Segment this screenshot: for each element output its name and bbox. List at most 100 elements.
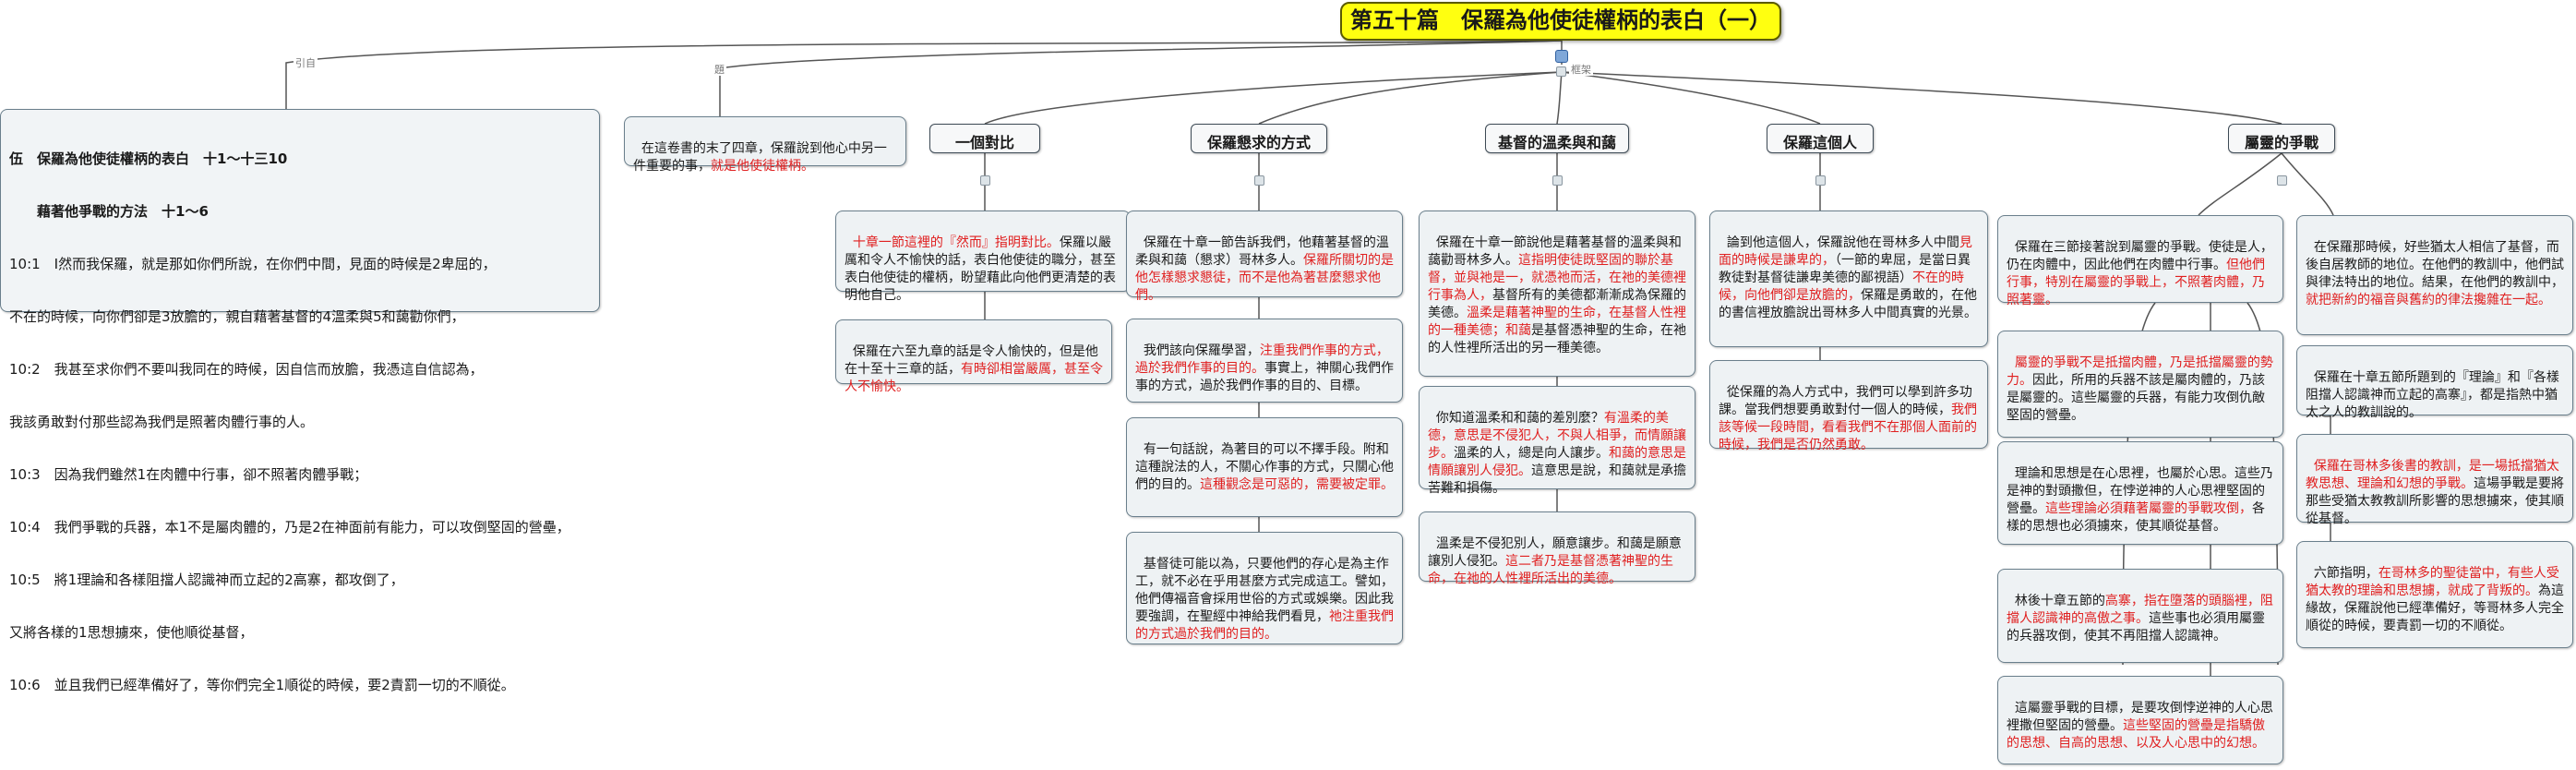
meekness-note-3[interactable]: 溫柔是不侵犯別人，願意讓步。和藹是願意讓別人侵犯。這二者乃是基督憑著神聖的生命，… (1419, 511, 1695, 586)
paul-note-1[interactable]: 論到他這個人，保羅說他在哥林多人中間見面的時候是謙卑的，（一節的卑屈，是當日異教… (1709, 211, 1988, 347)
verse-line: 10:6 並且我們已經準備好了，等你們完全1順從的時候，要2責罰一切的不順從。 (9, 677, 515, 693)
note-highlight: 祂注重我們的方式過於我們的目的。 (1135, 609, 1394, 642)
node-marker-icon (2277, 175, 2287, 186)
note-highlight: 這些理論必須藉著屬靈的爭戰攻倒， (2045, 501, 2252, 516)
line-frame-b3 (1556, 71, 1563, 125)
branch-heading-text: 一個對比 (954, 134, 1014, 151)
note-text: 基督徒可能以為，只要他們的存心是為主作工，就不必在乎用甚麼方式完成這工。譬如，他… (1135, 557, 1394, 624)
note-text: 溫柔是不侵犯別人，願意讓步。和藹是願意讓別人侵犯。 (1428, 536, 1682, 569)
node-marker-icon (1815, 175, 1826, 186)
intro-highlight: 就是他使徒權柄。 (711, 159, 814, 174)
note-highlight: 就把新約的福音與舊約的律法攙雜在一起。 (2306, 293, 2551, 307)
note-text: 你知道溫柔和和藹的差別麼？ (1435, 411, 1604, 426)
note-text: 保羅在十章一節告訴我們，他藉著基督的溫柔與和藹（懇求）哥林多人。 (1135, 235, 1389, 268)
branch-heading-paul[interactable]: 保羅這個人 (1767, 124, 1874, 153)
note-text: 這屬靈爭戰的目標，是要攻倒悖逆神的人心思裡撒但堅固的營壘。 (2007, 701, 2273, 733)
note-text: 因此，所用的兵器不該是屬肉體的，乃該是屬靈的。這些屬靈的兵器，有能力攻倒仇敵堅固… (2007, 373, 2265, 423)
line-b5-n1 (2198, 152, 2282, 216)
line-frame-b2 (1258, 71, 1563, 125)
note-text: 這場爭戰是要將那些受猶太教教訓所影響的思想擄來，使其順從基督。 (2306, 476, 2564, 526)
note-text: 理論和思想是在心思裡，也屬於心思。這些乃是神的對頭撒但，在悖逆神的人心思裡堅固的… (2007, 466, 2273, 516)
note-text: 是基督憑神聖的生命，在祂的人性裡所活出的另一種美德。 (1428, 323, 1686, 355)
branch-heading-warfare[interactable]: 屬靈的爭戰 (2228, 124, 2335, 153)
note-text: 這意思是說，和藹就是承擔苦難和損傷。 (1428, 463, 1686, 496)
note-text: 保羅在三節接著說到屬靈的爭戰。使徒是人，仍在肉體中，因此他們在肉體中行事。 (2007, 240, 2273, 272)
warfare-note-4[interactable]: 林後十章五節的高寨，指在墮落的頭腦裡，阻擋人認識神的高傲之事。這些事也必須用屬靈… (1997, 569, 2283, 663)
note-highlight: 溫柔是藉著神聖的生命，在基督人性裡的一種美德；和藹 (1428, 306, 1686, 338)
manner-note-1[interactable]: 保羅在十章一節告訴我們，他藉著基督的溫柔與和藹（懇求）哥林多人。保羅所關切的是他… (1126, 211, 1403, 303)
warfare-note-1[interactable]: 保羅在三節接著說到屬靈的爭戰。使徒是人，仍在肉體中，因此他們在肉體中行事。但他們… (1997, 215, 2283, 307)
line-frame-b5 (1561, 71, 2282, 125)
paul-note-2[interactable]: 從保羅的為人方式中，我們可以學到許多功課。當我們想要勇敢對付一個人的時候，我們該… (1709, 360, 1988, 452)
verse-line: 10:3 因為我們雖然1在肉體中行事，卻不照著肉體爭戰； (9, 466, 368, 483)
note-highlight: 這二者乃是基督憑著神聖的生命，在祂的人性裡所活出的美德。 (1428, 554, 1673, 586)
warfare-note-7[interactable]: 保羅在十章五節所題到的『理論』和『各樣阻擋人認識神而立起的高寨』，都是指熱中猶太… (2296, 345, 2573, 420)
branch-heading-manner[interactable]: 保羅懇求的方式 (1191, 124, 1327, 153)
warfare-note-5[interactable]: 這屬靈爭戰的目標，是要攻倒悖逆神的人心思裡撒但堅固的營壘。這些堅固的營壘是指驕傲… (1997, 676, 2283, 764)
note-text: 保羅在十章五節所題到的『理論』和『各樣阻擋人認識神而立起的高寨』，都是指熱中猶太… (2306, 370, 2559, 420)
note-text: 從保羅的為人方式中，我們可以學到許多功課。當我們想要勇敢對付一個人的時候， (1719, 385, 1972, 417)
outline-title-2: 藉著他爭戰的方法 十1～6 (9, 203, 209, 220)
meekness-note-2[interactable]: 你知道溫柔和和藹的差別麼？有溫柔的美德，意思是不侵犯人，不與人相爭，而情願讓步。… (1419, 386, 1695, 496)
note-highlight: 高寨，指在墮落的頭腦裡，阻擋人認識神的高傲之事。 (2007, 594, 2273, 626)
warfare-note-6[interactable]: 在保羅那時候，好些猶太人相信了基督，而後自居教師的地位。在他們的教訓中，他們試與… (2296, 215, 2573, 335)
branch-heading-text: 保羅這個人 (1782, 134, 1857, 151)
manner-note-2[interactable]: 我們該向保羅學習，注重我們作事的方式，過於我們作事的目的。事實上，神關心我們作事… (1126, 319, 1403, 403)
note-highlight: 這些堅固的營壘是指驕傲的思想、自高的思想、以及人心思中的幻想。 (2007, 718, 2265, 751)
note-highlight: 注重我們作事的方式，過於我們作事的目的。 (1135, 343, 1389, 376)
note-text: 我們該向保羅學習， (1143, 343, 1260, 358)
note-text: 在保羅那時候，好些猶太人相信了基督，而後自居教師的地位。在他們的教訓中，他們試與… (2306, 240, 2564, 290)
intro-note[interactable]: 在這卷書的末了四章，保羅說到他心中另一件重要的事，就是他使徒權柄。 (624, 116, 906, 174)
warfare-note-2[interactable]: 屬靈的爭戰不是抵擋肉體，乃是抵擋屬靈的勢力。因此，所用的兵器不該是屬肉體的，乃該… (1997, 331, 2283, 438)
frame-marker-icon (1556, 66, 1566, 77)
verse-line: 10:2 我甚至求你們不要叫我同在的時候，因自信而放膽，我憑這自信認為， (9, 361, 484, 378)
warfare-note-9[interactable]: 六節指明，在哥林多的聖徒當中，有些人受猶太教的理論和思想擄，就成了背叛的。為這緣… (2296, 541, 2573, 648)
root-title[interactable]: 第五十篇 保羅為他使徒權柄的表白（一） (1340, 2, 1781, 41)
note-text: 各樣的思想也必須擄來，使其順從基督。 (2007, 501, 2265, 534)
note-highlight: 但他們行事，特別在屬靈的爭戰上，不照著肉體，乃照著靈。 (2007, 258, 2265, 307)
root-link-icon (1555, 50, 1568, 63)
scripture-outline[interactable]: 伍 保羅為他使徒權柄的表白 十1～十三10 藉著他爭戰的方法 十1～6 10:1… (0, 109, 600, 693)
outline-title-1: 伍 保羅為他使徒權柄的表白 十1～十三10 (9, 150, 288, 167)
note-text: 保羅在十章一節說他是藉著基督的溫柔與和藹勸哥林多人。 (1428, 235, 1682, 268)
note-highlight: 這指明使徒既堅固的聯於基督，並與祂是一，就憑祂而活，在祂的美德裡行事為人， (1428, 253, 1686, 303)
note-text: 保羅是勇敢的，在他的書信裡放膽說出哥林多人中間真實的光景。 (1719, 288, 1977, 320)
branch-heading-text: 基督的溫柔與和藹 (1497, 134, 1616, 151)
note-text: 論到他這個人，保羅說他在哥林多人中間 (1726, 235, 1959, 250)
note-text: 有一句話說，為著目的可以不擇手段。附和這種說法的人，不關心作事的方式，只關心他們… (1135, 442, 1394, 492)
note-text: 溫柔的人，總是向人讓步。 (1454, 446, 1609, 461)
contrast-note-2[interactable]: 保羅在六至九章的話是令人愉快的，但是他在十至十三章的話，有時卻相當嚴厲，甚至令人… (835, 319, 1112, 394)
verse-line: 10:5 將1理論和各樣阻擋人認識神而立起的2高寨，都攻倒了， (9, 571, 404, 588)
line-b5-n6 (2281, 152, 2334, 216)
meekness-note-1[interactable]: 保羅在十章一節說他是藉著基督的溫柔與和藹勸哥林多人。這指明使徒既堅固的聯於基督，… (1419, 211, 1695, 377)
node-marker-icon (1254, 175, 1264, 186)
manner-note-4[interactable]: 基督徒可能以為，只要他們的存心是為主作工，就不必在乎用甚麼方式完成這工。譬如，他… (1126, 532, 1403, 644)
root-title-text: 第五十篇 保羅為他使徒權柄的表白（一） (1350, 6, 1771, 33)
contrast-note-1[interactable]: 十章一節這裡的『然而』指明對比。保羅以嚴厲和令人不愉快的話，表白他使徒的職分，甚… (835, 211, 1131, 303)
manner-note-3[interactable]: 有一句話說，為著目的可以不擇手段。附和這種說法的人，不關心作事的方式，只關心他們… (1126, 417, 1403, 517)
branch-heading-text: 保羅懇求的方式 (1206, 134, 1311, 151)
note-highlight: 有溫柔的美德，意思是不侵犯人，不與人相爭，而情願讓步。 (1428, 411, 1686, 461)
note-highlight: 這種觀念是可惡的，需要被定罪。 (1200, 477, 1394, 492)
line-frame-b4 (1561, 71, 1821, 125)
note-highlight: 保羅在哥林多後書的教訓，是一場抵擋猶太教思想、理論和幻想的爭戰。 (2306, 459, 2559, 491)
note-text: 基督所有的美德都漸漸成為保羅的美德。 (1428, 288, 1686, 320)
note-highlight: 我們該等候一段時間，看看我們不在那個人面前的時候，我們是否仍然勇敢。 (1719, 403, 1977, 452)
label-yinzi: 引自 (294, 57, 318, 69)
intro-text: 在這卷書的末了四章，保羅說到他心中另一件重要的事， (633, 141, 887, 174)
note-highlight: 有時卻相當嚴厲，甚至令人不愉快。 (845, 362, 1103, 394)
node-marker-icon (980, 175, 990, 186)
branch-heading-meekness[interactable]: 基督的溫柔與和藹 (1485, 124, 1629, 153)
verse-line: 10:4 我們爭戰的兵器，本1不是屬肉體的，乃是2在神面前有能力，可以攻倒堅固的… (9, 519, 570, 535)
verse-line: 我該勇敢對付那些認為我們是照著肉體行事的人。 (9, 414, 315, 430)
note-text: 六節指明， (2313, 566, 2378, 581)
branch-heading-contrast[interactable]: 一個對比 (929, 124, 1040, 153)
note-text: （一節的卑屈，是當日異教徒對基督徒謙卑美德的鄙視語） (1719, 253, 1971, 285)
note-text: 這些事也必須用屬靈的兵器攻倒，使其不再阻擋人認識神。 (2007, 611, 2265, 644)
note-highlight: 和藹的意思是情願讓別人侵犯。 (1428, 446, 1686, 478)
warfare-note-8[interactable]: 保羅在哥林多後書的教訓，是一場抵擋猶太教思想、理論和幻想的爭戰。這場爭戰是要將那… (2296, 434, 2573, 526)
line-frame-b1 (984, 71, 1563, 125)
note-text: 林後十章五節的 (2014, 594, 2105, 608)
note-highlight: 屬靈的爭戰不是抵擋肉體，乃是抵擋屬靈的勢力。 (2007, 355, 2273, 388)
warfare-note-3[interactable]: 理論和思想是在心思裡，也屬於心思。這些乃是神的對頭撒但，在悖逆神的人心思裡堅固的… (1997, 441, 2283, 545)
